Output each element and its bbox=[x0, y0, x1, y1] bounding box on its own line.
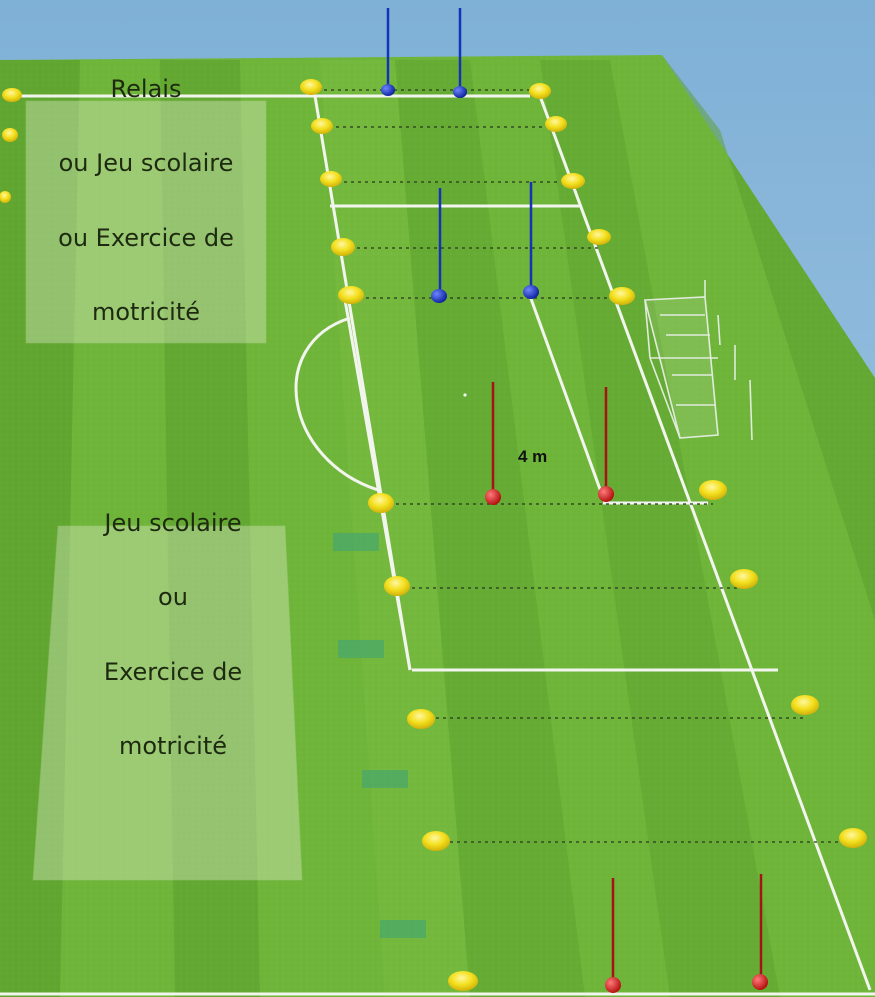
cones bbox=[0, 79, 867, 991]
cone-icon bbox=[300, 79, 322, 95]
cone-icon bbox=[384, 576, 410, 596]
cone-icon bbox=[561, 173, 585, 189]
cone-icon bbox=[2, 88, 22, 102]
field-lines bbox=[0, 94, 875, 996]
cone-icon bbox=[587, 229, 611, 245]
cone-icon bbox=[0, 191, 11, 203]
dashed-cone-lines bbox=[310, 89, 853, 843]
cone-icon bbox=[529, 83, 551, 99]
cone-icon bbox=[368, 493, 394, 513]
cone-icon bbox=[311, 118, 333, 134]
zone-lower bbox=[32, 525, 303, 881]
ground-marker bbox=[362, 770, 408, 788]
ground-markers bbox=[333, 533, 426, 938]
cone-icon bbox=[448, 971, 478, 991]
red-poles bbox=[485, 382, 768, 993]
cone-icon bbox=[2, 128, 18, 142]
zone-upper bbox=[25, 100, 267, 344]
cone-icon bbox=[407, 709, 435, 729]
red-pole-icon bbox=[485, 382, 501, 505]
blue-pole-icon bbox=[453, 8, 467, 98]
cone-icon bbox=[609, 287, 635, 305]
goal-icon bbox=[643, 280, 753, 441]
ground-marker bbox=[333, 533, 379, 551]
red-pole-icon bbox=[752, 874, 768, 990]
ground-marker bbox=[380, 920, 426, 938]
blue-poles bbox=[381, 8, 539, 303]
cone-icon bbox=[422, 831, 450, 851]
cone-icon bbox=[338, 286, 364, 304]
blue-pole-icon bbox=[523, 182, 539, 299]
ground-marker bbox=[338, 640, 384, 658]
cone-icon bbox=[791, 695, 819, 715]
blue-pole-icon bbox=[381, 8, 395, 96]
cone-icon bbox=[839, 828, 867, 848]
cone-icon bbox=[320, 171, 342, 187]
red-pole-icon bbox=[598, 387, 614, 502]
red-pole-icon bbox=[605, 878, 621, 993]
cone-icon bbox=[699, 480, 727, 500]
cone-icon bbox=[331, 238, 355, 256]
cone-icon bbox=[730, 569, 758, 589]
blue-pole-icon bbox=[431, 188, 447, 303]
cone-icon bbox=[545, 116, 567, 132]
